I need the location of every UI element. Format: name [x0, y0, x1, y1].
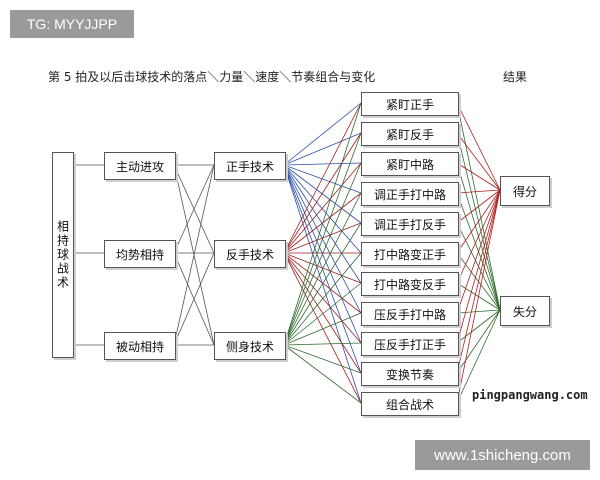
result-header: 结果 [503, 70, 528, 84]
placement-to-outcome-line [456, 189, 501, 254]
technique-to-placement-line [283, 132, 362, 166]
technique-to-placement-line [283, 164, 362, 224]
placement-node: 组合战术 [361, 392, 459, 416]
placement-to-outcome-line [456, 162, 501, 191]
placement-node: 打中路变正手 [361, 242, 459, 266]
placement-to-outcome-line [456, 189, 501, 404]
placement-node: 紧盯正手 [361, 92, 459, 116]
placement-to-outcome-line [456, 309, 501, 374]
state-to-technique-line [173, 252, 215, 346]
watermark-top: TG: MYYJJPP [10, 10, 134, 38]
technique-to-placement-line [283, 344, 362, 404]
placement-node: 调正手打中路 [361, 182, 459, 206]
state-node: 均势相持 [104, 240, 176, 268]
technique-to-placement-line [283, 342, 362, 346]
technique-node: 反手技术 [214, 240, 286, 268]
placement-node: 压反手打中路 [361, 302, 459, 326]
outcome-node: 失分 [500, 296, 550, 326]
technique-to-placement-line [283, 162, 362, 166]
technique-to-placement-line [283, 252, 362, 346]
placement-to-outcome-line [456, 189, 501, 314]
outcome-node: 得分 [500, 176, 550, 206]
technique-node: 侧身技术 [214, 332, 286, 360]
technique-to-placement-line [283, 252, 362, 374]
technique-to-placement-line [283, 164, 362, 194]
technique-to-placement-line [283, 252, 362, 284]
technique-to-placement-line [283, 252, 362, 314]
technique-to-placement-line [283, 162, 362, 346]
placement-to-outcome-line [456, 309, 501, 314]
state-to-technique-line [173, 164, 215, 346]
technique-to-placement-line [283, 102, 362, 166]
technique-to-placement-line [283, 282, 362, 346]
state-to-technique-line [173, 164, 215, 254]
placement-node: 紧盯中路 [361, 152, 459, 176]
technique-to-placement-line [283, 132, 362, 346]
technique-to-placement-line [283, 222, 362, 346]
technique-to-placement-line [283, 132, 362, 254]
placement-to-outcome-line [456, 309, 501, 404]
technique-to-placement-line [283, 312, 362, 346]
watermark-bottom: www.1shicheng.com [415, 440, 590, 470]
technique-to-placement-line [283, 344, 362, 374]
diagram-title: 第 5 拍及以后击球技术的落点＼力量＼速度＼节奏组合与变化 [48, 70, 376, 84]
placement-node: 压反手打正手 [361, 332, 459, 356]
site-mark: pingpangwang.com [472, 388, 588, 402]
placement-to-outcome-line [456, 309, 501, 344]
technique-to-placement-line [283, 102, 362, 346]
technique-to-placement-line [283, 102, 362, 254]
technique-to-placement-line [283, 192, 362, 346]
placement-to-outcome-line [456, 189, 501, 344]
placement-node: 调正手打反手 [361, 212, 459, 236]
placement-node: 打中路变反手 [361, 272, 459, 296]
placement-to-outcome-line [456, 189, 501, 224]
technique-to-placement-line [283, 164, 362, 254]
placement-to-outcome-line [456, 132, 501, 191]
placement-to-outcome-line [456, 189, 501, 374]
placement-node: 变换节奏 [361, 362, 459, 386]
technique-to-placement-line [283, 252, 362, 404]
placement-to-outcome-line [456, 189, 501, 284]
root-node: 相持球战术 [52, 152, 74, 358]
placement-to-outcome-line [456, 189, 501, 194]
technique-node: 正手技术 [214, 152, 286, 180]
technique-to-placement-line [283, 162, 362, 254]
state-node: 主动进攻 [104, 152, 176, 180]
placement-node: 紧盯反手 [361, 122, 459, 146]
technique-to-placement-line [283, 252, 362, 344]
state-node: 被动相持 [104, 332, 176, 360]
placement-to-outcome-line [456, 102, 501, 191]
